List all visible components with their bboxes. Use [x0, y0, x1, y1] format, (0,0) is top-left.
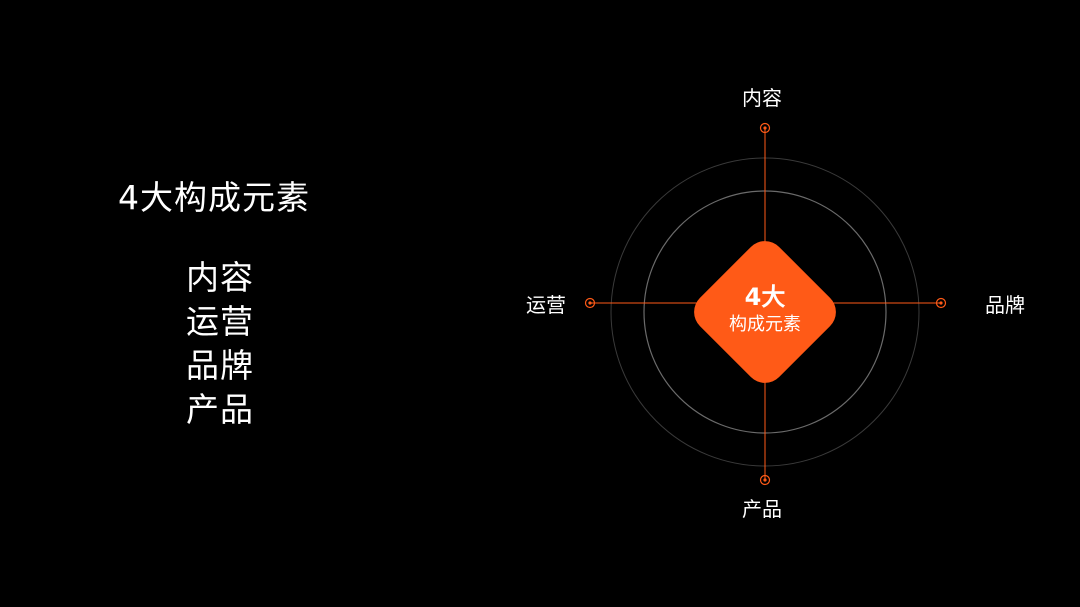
- marker-bottom: [759, 474, 771, 486]
- list-item: 运营: [186, 302, 254, 341]
- marker-top: [759, 122, 771, 134]
- list-item: 产品: [186, 390, 254, 429]
- center-title: 4大: [744, 283, 786, 311]
- list-item: 内容: [186, 258, 254, 297]
- center-subtitle: 构成元素: [729, 314, 801, 335]
- marker-left: [584, 297, 596, 309]
- list-item: 品牌: [186, 346, 254, 385]
- label-right: 品牌: [985, 293, 1025, 317]
- label-left: 运营: [526, 293, 566, 317]
- label-bottom: 产品: [742, 497, 782, 521]
- element-list: 内容 运营 品牌 产品: [186, 256, 254, 432]
- slide-title: 4大构成元素: [118, 178, 310, 217]
- marker-right: [935, 297, 947, 309]
- center-diamond: [694, 241, 836, 383]
- label-top: 内容: [742, 86, 782, 110]
